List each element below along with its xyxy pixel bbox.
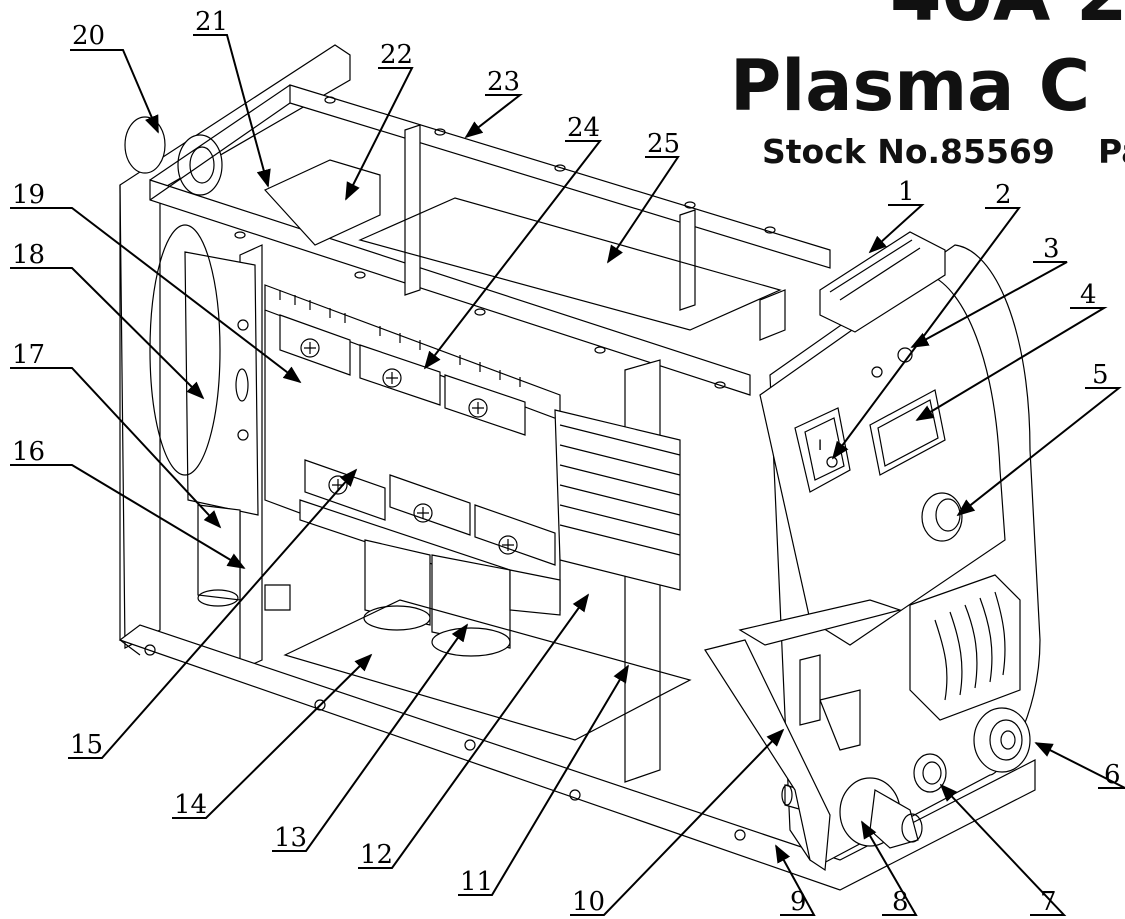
callout-14: 14 (174, 790, 207, 820)
callout-2: 2 (995, 180, 1012, 210)
callout-13: 13 (274, 823, 307, 853)
callout-1: 1 (898, 177, 915, 207)
callout-7: 7 (1040, 887, 1057, 917)
callout-9: 9 (790, 887, 807, 917)
callout-4: 4 (1080, 280, 1097, 310)
stock-number-tail: Pa (1098, 132, 1125, 171)
leader-lines (10, 34, 1125, 916)
callout-21: 21 (195, 7, 228, 37)
title-line2: Plasma C (730, 45, 1090, 127)
callout-8: 8 (892, 887, 909, 917)
callout-22: 22 (380, 40, 413, 70)
callout-23: 23 (487, 67, 520, 97)
machine-drawing: I (118, 44, 1041, 891)
callout-24: 24 (567, 113, 600, 143)
callout-10: 10 (572, 887, 605, 917)
callout-18: 18 (12, 240, 45, 270)
callout-12: 12 (360, 840, 393, 870)
callout-6: 6 (1104, 760, 1121, 790)
callout-16: 16 (12, 437, 45, 467)
stock-number: Stock No.85569 (762, 132, 1055, 171)
callout-25: 25 (647, 129, 680, 159)
callout-labels: 20 21 22 23 24 25 19 18 17 16 15 14 13 1… (12, 7, 1121, 917)
title-line1: 40A 2 (890, 0, 1125, 38)
power-switch-mark: I (818, 438, 822, 454)
callout-5: 5 (1092, 360, 1109, 390)
callout-3: 3 (1043, 234, 1060, 264)
callout-11: 11 (460, 867, 493, 897)
callout-20: 20 (72, 21, 105, 51)
callout-15: 15 (70, 730, 103, 760)
callout-19: 19 (12, 180, 45, 210)
callout-17: 17 (12, 340, 45, 370)
